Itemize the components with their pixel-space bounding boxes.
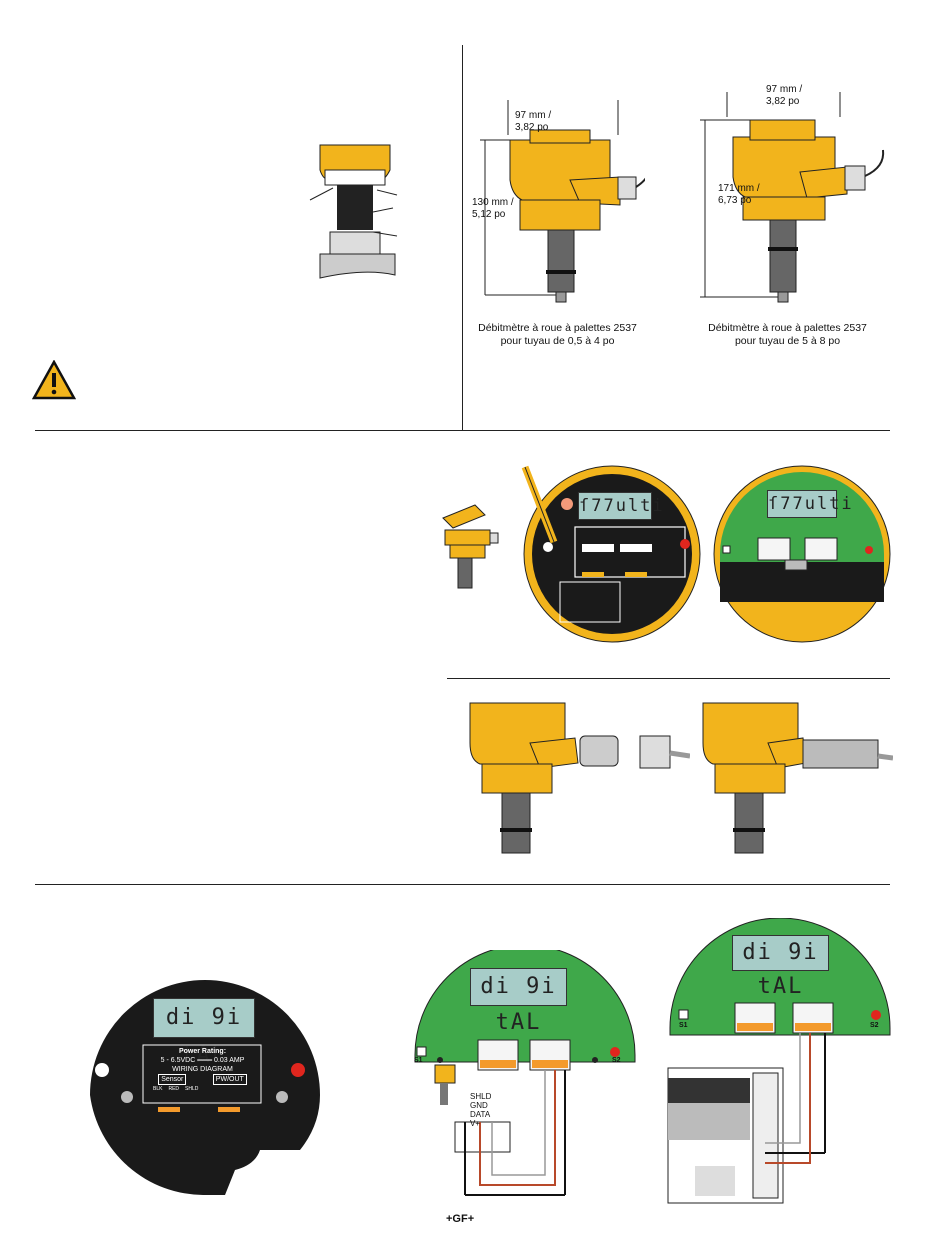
left-caption-line-1: Débitmètre à roue à palettes 2537 — [478, 322, 637, 334]
left-width-dimension: 97 mm / 3,82 po — [515, 110, 552, 133]
wire-shld: SHLD — [185, 1086, 199, 1092]
sensor-label: Sensor — [158, 1074, 187, 1085]
term-shld: SHLD — [470, 1092, 492, 1101]
wire-red: RED — [168, 1086, 180, 1092]
wiring-diagram-title: WIRING DIAGRAM — [172, 1066, 233, 1073]
section-divider-1 — [35, 430, 890, 431]
warning-icon — [32, 360, 76, 400]
right-caption-line-1: Débitmètre à roue à palettes 2537 — [708, 322, 867, 334]
term-data: DATA — [470, 1110, 491, 1119]
s1-label-1: S1 — [414, 1057, 423, 1064]
term-gnd: GND — [470, 1101, 488, 1110]
term-vplus: V+ — [470, 1119, 481, 1128]
sensor-cap-removed-illustration — [442, 504, 499, 589]
multi-lcd-display-2: ſ77ulti — [767, 490, 852, 518]
right-caption-line-2: pour tuyau de 5 à 8 po — [734, 335, 841, 347]
s2-label-1: S2 — [612, 1057, 621, 1064]
right-caption: Débitmètre à roue à palettes 2537 pour t… — [700, 322, 875, 348]
power-rating-label: Power Rating: 5 - 6.5VDC ═══ 0.03 AMP WI… — [145, 1047, 260, 1094]
right-width-dimension: 97 mm / 3,82 po — [766, 84, 803, 107]
digital-display-black-illustration — [90, 980, 320, 1195]
data-terminal-labels: SHLD GND DATA V+ — [470, 1092, 491, 1128]
wire-colors: BLK RED SHLD — [153, 1085, 260, 1094]
left-height-dimension: 130 mm / 5,12 po — [472, 197, 514, 220]
section-divider-2 — [447, 678, 890, 679]
power-rating-value: 5 - 6.5VDC ═══ 0.03 AMP — [160, 1057, 245, 1064]
top-divider-vertical — [462, 45, 463, 430]
gf-brand-logo: +GF+ — [446, 1213, 475, 1225]
s2-label-2: S2 — [870, 1022, 879, 1029]
sensor-cable-gland-illustration — [469, 702, 690, 854]
wiring-labels: Sensor PW/OUT — [145, 1074, 260, 1085]
installation-detail-illustration — [309, 144, 398, 279]
digital-lcd-display-2: di 9i tAL — [470, 968, 567, 1035]
digital-lcd-display-1: di 9i tAL — [153, 998, 255, 1068]
sensor-long-illustration — [700, 92, 885, 303]
multi-lcd-display-1: ſ77ulti — [578, 492, 663, 520]
pwout-label: PW/OUT — [212, 1074, 247, 1085]
wire-blk: BLK — [153, 1086, 163, 1092]
power-rating-title: Power Rating: — [178, 1048, 227, 1055]
right-height-dimension: 171 mm / 6,73 po — [718, 183, 760, 206]
digital-wiring-panel-illustration — [667, 918, 891, 1204]
sensor-short-illustration — [480, 100, 645, 303]
section-divider-3 — [35, 884, 890, 885]
digital-lcd-display-3: di 9i tAL — [732, 935, 829, 999]
sensor-conduit-illustration — [702, 702, 893, 854]
left-caption: Débitmètre à roue à palettes 2537 pour t… — [470, 322, 645, 348]
display-board-black-illustration — [521, 465, 701, 643]
left-caption-line-2: pour tuyau de 0,5 à 4 po — [500, 335, 615, 347]
s1-label-2: S1 — [679, 1022, 688, 1029]
